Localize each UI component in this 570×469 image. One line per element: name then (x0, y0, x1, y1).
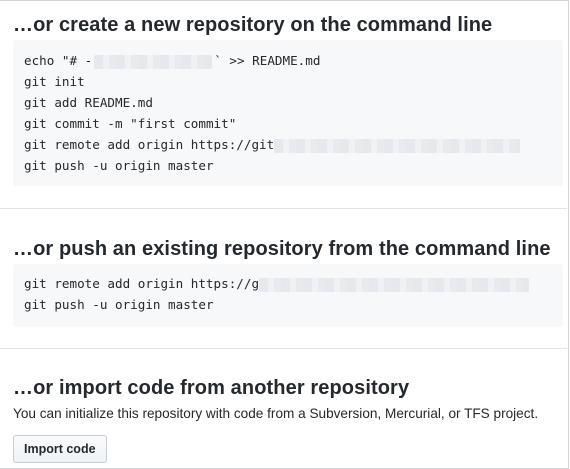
push-existing-code-block[interactable]: git remote add origin https://g git push… (13, 264, 563, 327)
code-line-commit: git commit -m "first commit" (24, 116, 237, 131)
redacted-remote-url (274, 138, 521, 153)
echo-command-start: echo "# - (24, 53, 93, 68)
push-existing-section: …or push an existing repository from the… (0, 209, 567, 349)
create-repo-section: …or create a new repository on the comma… (0, 0, 567, 209)
create-repo-code-block[interactable]: echo "# - ` >> README.md git init git add… (13, 40, 563, 186)
import-code-heading: …or import code from another repository (13, 377, 410, 399)
echo-command-end: ` >> README.md (214, 53, 321, 68)
code-line-echo: echo "# - ` >> README.md (24, 50, 552, 71)
code-line-remote: git remote add origin https://git (24, 134, 552, 155)
code-line-push: git push -u origin master (24, 158, 214, 173)
remote-command-start: git remote add origin https://g (24, 276, 260, 291)
push-existing-heading: …or push an existing repository from the… (13, 238, 551, 260)
code-line-remote: git remote add origin https://g (24, 273, 552, 294)
import-code-section: …or import code from another repository … (0, 349, 567, 467)
remote-command-start: git remote add origin https://git (24, 137, 275, 152)
code-line-push: git push -u origin master (24, 297, 214, 312)
code-line-init: git init (24, 74, 85, 89)
import-code-description: You can initialize this repository with … (13, 406, 539, 421)
redacted-remote-url (259, 277, 530, 292)
code-line-add: git add README.md (24, 95, 153, 110)
redacted-repo-name (94, 54, 213, 69)
create-repo-heading: …or create a new repository on the comma… (13, 14, 493, 36)
import-code-button[interactable]: Import code (13, 435, 107, 463)
